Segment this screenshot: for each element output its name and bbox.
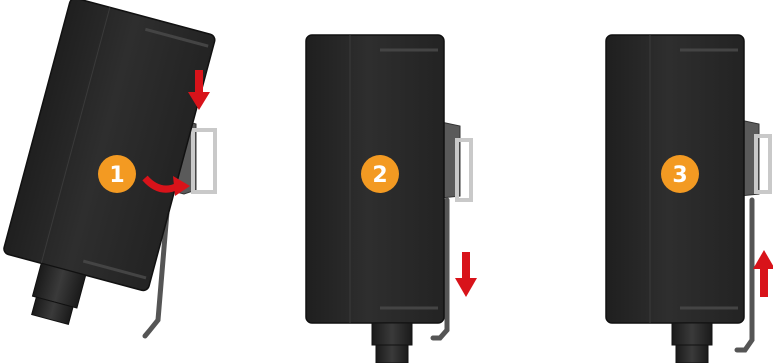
step-badge-3: 3 bbox=[661, 155, 699, 193]
step-badge-2: 2 bbox=[361, 155, 399, 193]
step-3-illustration: 3 bbox=[606, 35, 773, 363]
step-number-3: 3 bbox=[672, 163, 687, 188]
enclosure-2 bbox=[306, 35, 444, 363]
enclosure-3 bbox=[606, 35, 744, 363]
step-number-1: 1 bbox=[109, 163, 124, 188]
step-2-illustration: 2 bbox=[306, 35, 477, 363]
up-arrow-icon bbox=[753, 250, 773, 297]
step-number-2: 2 bbox=[372, 163, 387, 188]
step-badge-1: 1 bbox=[98, 155, 136, 193]
step-1-illustration: 1 bbox=[0, 0, 216, 342]
down-arrow-icon bbox=[455, 252, 477, 297]
